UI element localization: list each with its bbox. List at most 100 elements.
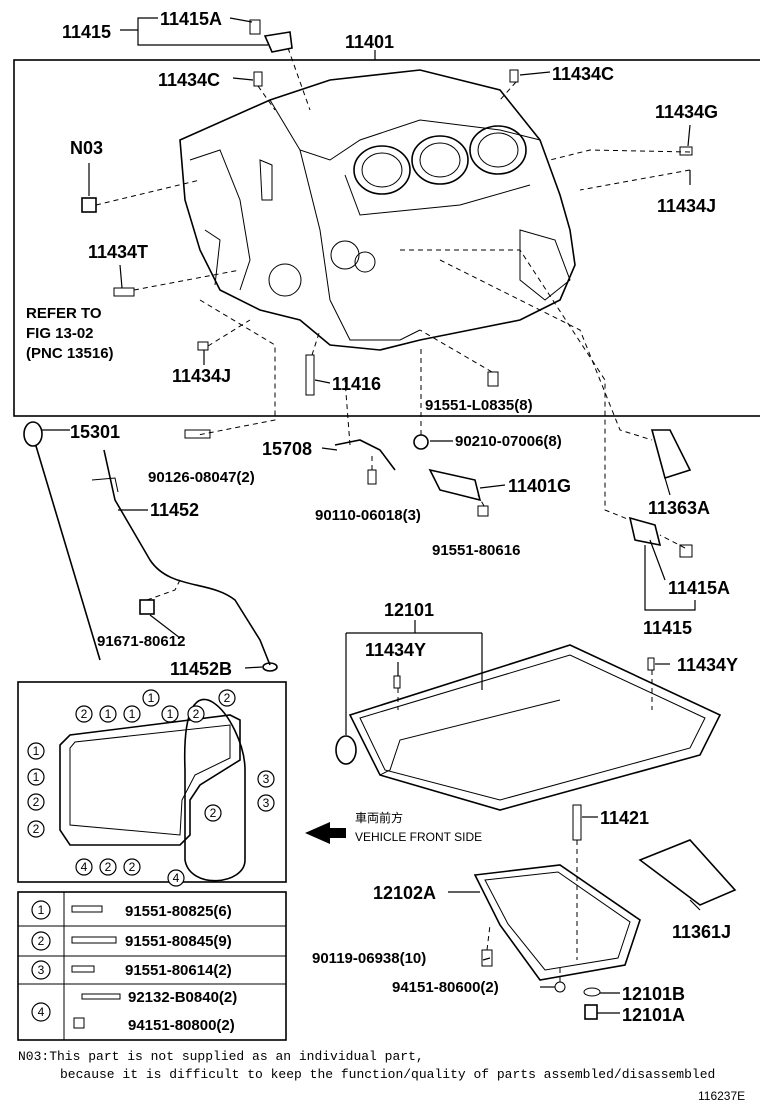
pin-11434Y-left — [393, 675, 401, 689]
bracket-15708 — [334, 439, 396, 471]
label-11401: 11401 — [345, 32, 394, 52]
label-11361J: 11361J — [672, 922, 731, 942]
gasket-inset-frame — [17, 681, 287, 883]
marker-1: 1 — [142, 689, 160, 707]
pin-11434G — [679, 146, 693, 156]
pin-11434Y-right — [647, 657, 655, 671]
svg-text:1: 1 — [105, 707, 112, 721]
svg-text:4: 4 — [38, 1005, 45, 1019]
marker-2: 2 — [187, 705, 205, 723]
bolt-N03 — [81, 197, 97, 213]
plate-11363A — [650, 429, 692, 480]
legend-part: 94151-80800(2) — [128, 1017, 235, 1034]
svg-text:2: 2 — [193, 707, 200, 721]
marker-1: 1 — [123, 705, 141, 723]
cylinder-block-frame — [13, 59, 760, 417]
plug-11415A — [249, 19, 261, 35]
svg-text:2: 2 — [33, 822, 40, 836]
marker-2: 2 — [27, 820, 45, 838]
svg-text:1: 1 — [129, 707, 136, 721]
vehicle-front-jp: 車両前方 — [355, 810, 403, 825]
bolt-91671 — [139, 599, 155, 615]
note-line-1: N03:This part is not supplied as an indi… — [18, 1049, 424, 1064]
svg-text:2: 2 — [210, 806, 217, 820]
svg-text:3: 3 — [38, 963, 45, 977]
legend-row-1: 1 91551-80825(6) — [31, 900, 232, 920]
gasket-12101B — [583, 987, 601, 997]
stud-11421 — [572, 804, 582, 841]
svg-text:2: 2 — [81, 707, 88, 721]
legend-part: 92132-B0840(2) — [128, 989, 237, 1006]
label-91671-80612: 91671-80612 — [97, 633, 185, 650]
marker-4: 4 — [75, 858, 93, 876]
label-11434G: 11434G — [655, 102, 718, 122]
marker-1: 1 — [27, 742, 45, 760]
svg-text:1: 1 — [167, 707, 174, 721]
label-11434J-left: 11434J — [172, 366, 231, 386]
svg-text:2: 2 — [105, 860, 112, 874]
svg-text:2: 2 — [33, 795, 40, 809]
marker-2: 2 — [218, 689, 236, 707]
plug-12101A — [584, 1004, 598, 1020]
label-15301: 15301 — [70, 422, 120, 442]
svg-text:1: 1 — [148, 691, 155, 705]
label-11434Y-right: 11434Y — [677, 655, 738, 675]
svg-text:2: 2 — [129, 860, 136, 874]
sensor-11401G — [428, 468, 482, 502]
label-90110-06018: 90110-06018(3) — [315, 507, 421, 524]
label-11415A-bottom: 11415A — [668, 578, 730, 598]
o-ring-11452B — [262, 662, 278, 672]
marker-1: 1 — [27, 768, 45, 786]
marker-3: 3 — [257, 794, 275, 812]
label-11421: 11421 — [600, 808, 649, 828]
legend-row-3: 3 91551-80614(2) — [31, 960, 232, 980]
bolt-legend-table: 1 91551-80825(6) 2 91551-80845(9) 3 9155… — [17, 891, 287, 1041]
svg-text:2: 2 — [38, 934, 45, 948]
svg-text:1: 1 — [33, 770, 40, 784]
marker-2: 2 — [75, 705, 93, 723]
marker-2: 2 — [123, 858, 141, 876]
label-11416: 11416 — [332, 374, 381, 394]
gasket-outline — [59, 698, 246, 882]
label-11452B: 11452B — [170, 659, 232, 679]
stud-90126 — [184, 429, 211, 439]
svg-text:1: 1 — [33, 744, 40, 758]
label-11434C-right: 11434C — [552, 64, 614, 84]
vehicle-front-en: VEHICLE FRONT SIDE — [355, 830, 482, 844]
label-11434T: 11434T — [88, 242, 148, 262]
label-N03: N03 — [70, 138, 103, 158]
union-11415 — [263, 31, 293, 53]
leader-lines — [42, 17, 701, 1014]
label-12101B: 12101B — [622, 984, 685, 1004]
dipstick-guide-tube — [91, 449, 271, 666]
pin-11434C-right — [509, 69, 519, 83]
svg-text:3: 3 — [263, 772, 270, 786]
bolt-90119 — [481, 949, 493, 967]
label-12101A: 12101A — [622, 1005, 685, 1025]
label-11434J-right: 11434J — [657, 196, 716, 216]
svg-text:2: 2 — [224, 691, 231, 705]
label-90119-06938: 90119-06938(10) — [312, 950, 426, 967]
legend-row-4: 4 92132-B0840(2) 94151-80800(2) — [31, 989, 237, 1034]
svg-text:3: 3 — [263, 796, 270, 810]
label-15708: 15708 — [262, 439, 312, 459]
marker-2: 2 — [204, 804, 222, 822]
label-11434Y-left: 11434Y — [365, 640, 426, 660]
label-94151-80600: 94151-80600(2) — [392, 979, 499, 996]
plug-11415A-lower — [679, 544, 693, 558]
refer-line-3: (PNC 13516) — [26, 345, 114, 362]
note-line-2: because it is difficult to keep the func… — [60, 1067, 715, 1082]
label-11415-top: 11415 — [62, 22, 111, 42]
refer-line-1: REFER TO — [26, 305, 102, 322]
label-11415-bottom: 11415 — [643, 618, 692, 638]
svg-text:4: 4 — [173, 871, 180, 885]
label-12101: 12101 — [384, 600, 434, 620]
marker-3: 3 — [257, 770, 275, 788]
gasket-markers: 2 1 1 1 1 2 2 1 1 2 2 3 3 2 4 2 2 4 — [27, 689, 275, 887]
legend-part: 91551-80825(6) — [125, 903, 232, 920]
cylinder-block-illustration — [179, 69, 576, 351]
legend-part: 91551-80614(2) — [125, 962, 232, 979]
label-11415A-top: 11415A — [160, 9, 222, 29]
marker-1: 1 — [99, 705, 117, 723]
